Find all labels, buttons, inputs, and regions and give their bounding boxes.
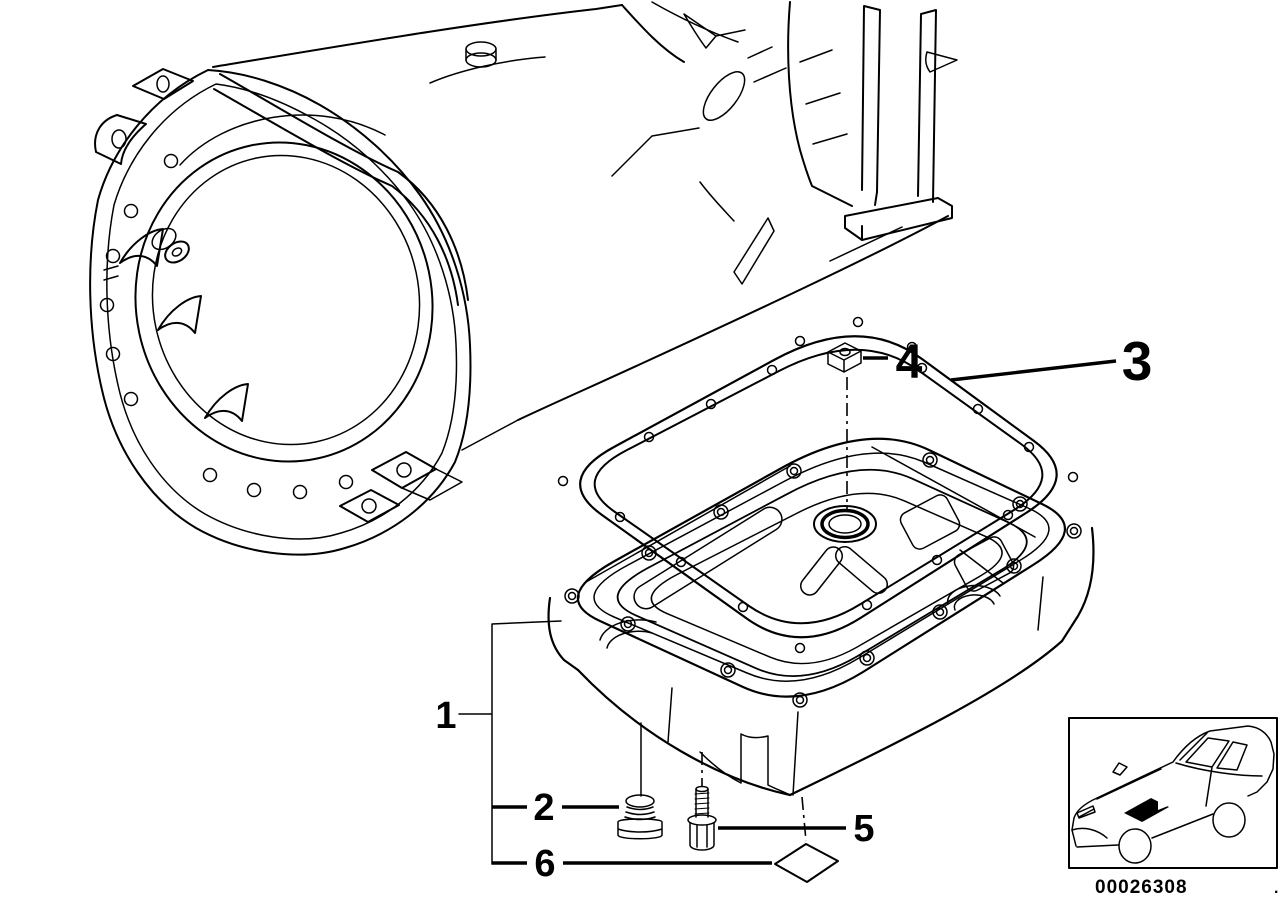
bell-housing-opening	[134, 141, 434, 463]
gasket-bolt-holes	[557, 316, 1079, 654]
callout-labels: 1 2 3 4 5 6	[435, 330, 1152, 885]
gasket-outer-edge	[579, 335, 1058, 639]
callout-6: 6	[534, 843, 555, 885]
seal-patch-part	[774, 843, 839, 883]
callout-3-leader	[950, 359, 1117, 382]
pan-flange-outer	[576, 437, 1067, 698]
flange-bolt-holes	[99, 153, 354, 500]
gasket-inner-edge	[593, 348, 1044, 625]
transmission-housing	[89, 1, 958, 556]
drain-plug-part	[617, 794, 663, 840]
casting-wedge-marks	[103, 228, 249, 422]
pan-interior-details	[585, 446, 1036, 649]
callout-5: 5	[853, 808, 874, 850]
part-number-text: 00026308	[1095, 877, 1188, 898]
hex-bolt-part	[687, 785, 717, 851]
car-headlight	[1076, 805, 1096, 819]
stray-period-mark: .	[1274, 880, 1279, 897]
thumbnail-frame	[1068, 717, 1278, 869]
callout-1: 1	[435, 695, 456, 737]
flange-face-band	[213, 73, 469, 306]
mounting-lugs	[94, 68, 463, 523]
car-outline	[1071, 725, 1275, 864]
callout-2: 2	[533, 787, 554, 829]
car-thumbnail: 00026308 .	[1068, 717, 1279, 898]
leader-lines	[458, 356, 1117, 865]
oil-pan-gasket	[557, 316, 1079, 654]
bell-housing-outer-flange	[89, 69, 472, 556]
pan-body-walls	[547, 526, 1095, 797]
patch-centerline	[801, 796, 807, 842]
transmission-case-body	[212, 1, 958, 451]
pan-flange-inner	[593, 452, 1050, 682]
location-highlight-patch	[1124, 798, 1169, 822]
magnet-part	[827, 342, 862, 373]
callout-4: 4	[896, 336, 923, 389]
callout-3: 3	[1122, 330, 1153, 392]
callout-1-bracket	[458, 620, 562, 865]
bell-housing-inner-flange	[106, 83, 458, 540]
bell-housing-opening-step	[151, 154, 421, 446]
opening-interior-arc	[179, 114, 386, 166]
oil-pan	[547, 437, 1095, 797]
car-mirror	[1112, 762, 1128, 776]
pan-flange-bolt-bosses	[564, 452, 1082, 708]
